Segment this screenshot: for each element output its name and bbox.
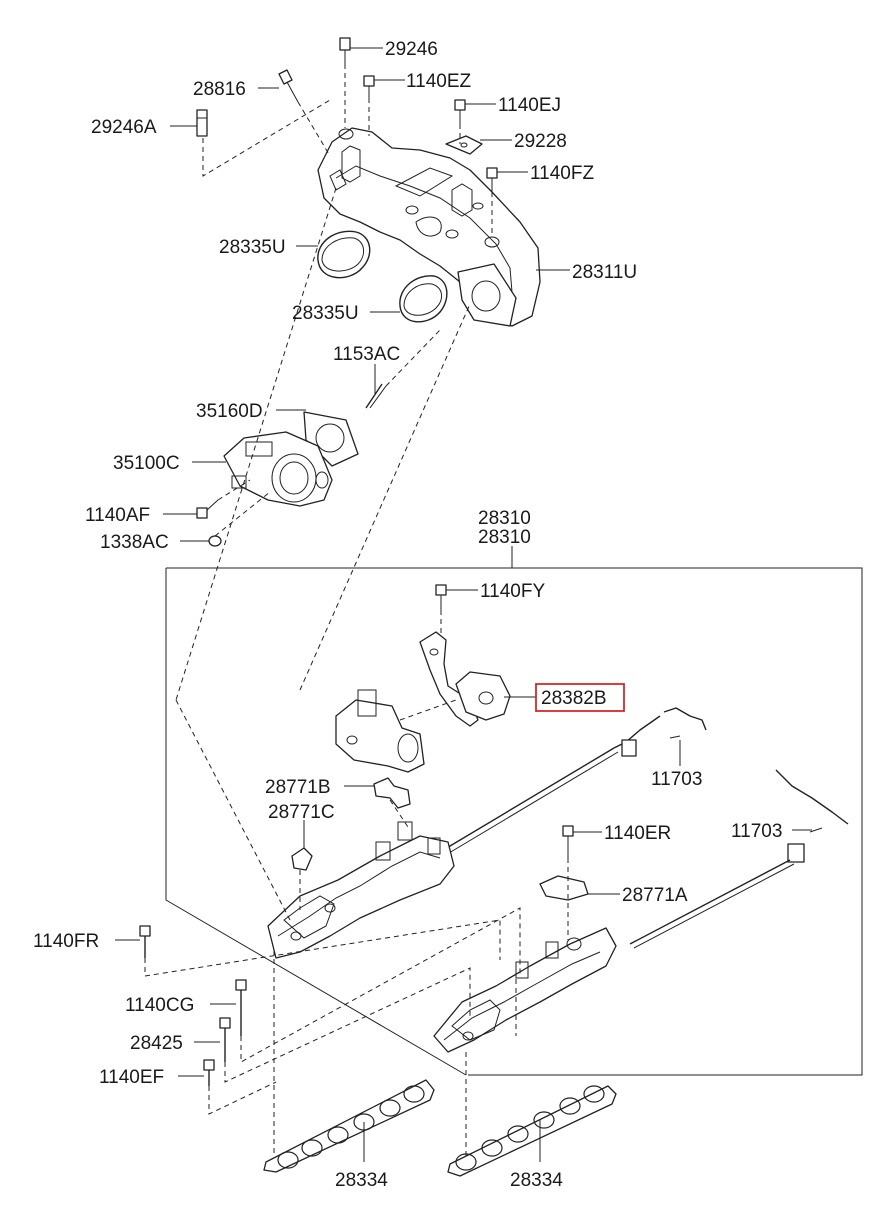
bolt-1140cg (235, 979, 247, 1036)
stud-28425 (219, 1017, 231, 1062)
leader-lines (115, 47, 812, 1162)
label-35160d: 35160D (196, 401, 263, 422)
label-1140fy: 1140FY (480, 581, 545, 602)
label-1140cg: 1140CG (125, 995, 194, 1016)
bolt-1140fr (139, 925, 151, 958)
gasket-28335u-upper (317, 230, 371, 279)
label-1140fr: 1140FR (33, 931, 99, 952)
lower-manifold-right (433, 927, 617, 1053)
actuator-motor (335, 689, 425, 773)
label-28335u-upper: 28335U (219, 237, 286, 258)
stud-1153ac (365, 383, 387, 409)
label-28310-bottom: 28310 (478, 527, 531, 548)
label-1338ac: 1338AC (100, 532, 169, 553)
label-11703-lower: 11703 (731, 821, 782, 842)
bolt-1140ef (203, 1059, 215, 1086)
assembly-box-28310 (166, 567, 863, 1076)
bolt-1140ej (454, 99, 466, 124)
sensor-11703-a (439, 707, 707, 857)
bolt-1140er (562, 825, 574, 858)
gasket-28335u-lower (399, 275, 448, 323)
bolt-1140fz (486, 167, 498, 192)
label-1140ef: 1140EF (99, 1067, 164, 1088)
part-labels: 29246 1140EZ 28816 29246A 1140EJ 29228 1… (33, 39, 782, 1191)
gasket-28334-right (447, 1085, 617, 1177)
label-1140ej: 1140EJ (498, 95, 561, 116)
lower-manifold-left (267, 821, 455, 959)
label-28334-right: 28334 (510, 1170, 563, 1191)
clip-28771a (539, 875, 589, 901)
label-29246: 29246 (385, 39, 438, 60)
label-28771c: 28771C (268, 802, 335, 823)
bolt-1140af (196, 499, 219, 519)
sensor-11703-b (629, 769, 849, 949)
label-1140er: 1140ER (604, 823, 671, 844)
bolt-28816 (278, 69, 299, 103)
clip-28771b (373, 777, 411, 809)
label-28771b: 28771B (265, 777, 331, 798)
label-28335u-lower: 28335U (292, 303, 359, 324)
gasket-28334-left (263, 1079, 435, 1173)
label-11703-upper: 11703 (651, 769, 702, 790)
label-29228: 29228 (514, 131, 567, 152)
label-28816: 28816 (193, 79, 246, 100)
bracket-29228 (445, 135, 483, 155)
stud-29246a (196, 109, 208, 137)
label-28382b: 28382B (541, 688, 607, 709)
label-28311u: 28311U (572, 262, 637, 283)
bolt-1140ez (363, 75, 375, 98)
label-1153ac: 1153AC (333, 344, 400, 365)
washer-1338ac (208, 535, 222, 547)
throttle-body-35100c (223, 431, 333, 507)
highlight-box-28382b (535, 683, 625, 712)
throttle-body-gasket-35160d (303, 411, 359, 467)
alignment-lines (144, 64, 569, 1160)
label-1140fz: 1140FZ (530, 163, 594, 184)
clip-28771c (291, 847, 313, 871)
label-28771a: 28771A (622, 885, 688, 906)
bolt-1140fy (435, 584, 447, 610)
label-28334-left: 28334 (335, 1170, 388, 1191)
label-29246a: 29246A (91, 117, 157, 138)
label-35100c: 35100C (113, 453, 180, 474)
label-28310-top: 28310 (478, 508, 531, 529)
bolt-29246 (339, 37, 351, 64)
label-1140af: 1140AF (85, 505, 150, 526)
actuator-bracket-28382b (419, 631, 511, 727)
manifold-outlet-flange (457, 263, 517, 327)
label-28425: 28425 (130, 1033, 183, 1054)
label-1140ez: 1140EZ (406, 71, 472, 92)
